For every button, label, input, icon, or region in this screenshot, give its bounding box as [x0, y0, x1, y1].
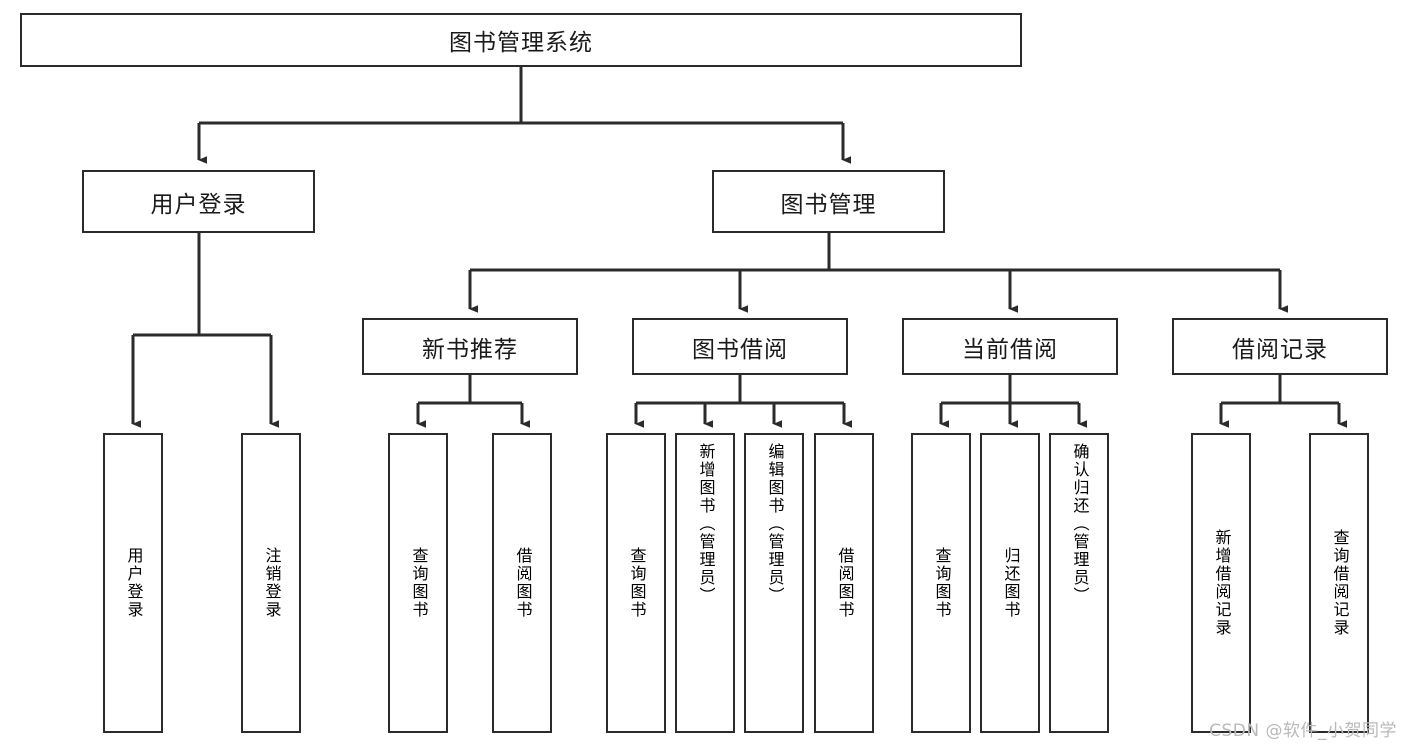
watermark-text: CSDN @软件_小贺同学 [1209, 721, 1397, 741]
node-book-management[interactable]: 图书管理 [712, 170, 945, 233]
node-user-login[interactable]: 用户登录 [82, 170, 315, 233]
node-label: 用户登录 [150, 191, 247, 218]
leaf-book-borrow-edit[interactable]: 编辑图书（管理员） [744, 433, 804, 733]
leaf-label: 查询图书 [932, 547, 952, 619]
node-current-borrow[interactable]: 当前借阅 [902, 318, 1118, 375]
node-label: 图书管理系统 [449, 30, 593, 56]
leaf-label: 查询图书 [627, 547, 647, 619]
node-label: 当前借阅 [962, 336, 1058, 363]
node-book-borrow[interactable]: 图书借阅 [632, 318, 848, 375]
leaf-new-book-borrow[interactable]: 借阅图书 [492, 433, 552, 733]
leaf-label: 注销登录 [262, 547, 282, 619]
leaf-label: 编辑图书（管理员） [765, 443, 785, 605]
leaf-book-borrow-add[interactable]: 新增图书（管理员） [675, 433, 735, 733]
leaf-borrow-record-add[interactable]: 新增借阅记录 [1191, 433, 1251, 733]
leaf-borrow-record-query[interactable]: 查询借阅记录 [1309, 433, 1369, 733]
leaf-label: 新增借阅记录 [1212, 529, 1232, 637]
leaf-current-borrow-confirm[interactable]: 确认归还（管理员） [1049, 433, 1109, 733]
node-label: 图书管理 [780, 191, 877, 218]
leaf-user-login-logout[interactable]: 注销登录 [241, 433, 301, 733]
leaf-book-borrow-borrow[interactable]: 借阅图书 [814, 433, 874, 733]
leaf-label: 借阅图书 [835, 547, 855, 619]
node-new-book-recommend[interactable]: 新书推荐 [362, 318, 578, 375]
leaf-label: 确认归还（管理员） [1070, 443, 1090, 605]
leaf-current-borrow-query[interactable]: 查询图书 [911, 433, 971, 733]
node-label: 图书借阅 [692, 336, 788, 363]
node-label: 新书推荐 [422, 336, 518, 363]
leaf-label: 查询图书 [409, 547, 429, 619]
node-borrow-record[interactable]: 借阅记录 [1172, 318, 1388, 375]
leaf-current-borrow-return[interactable]: 归还图书 [980, 433, 1040, 733]
node-root-system[interactable]: 图书管理系统 [20, 13, 1022, 67]
leaf-label: 借阅图书 [513, 547, 533, 619]
leaf-user-login-login[interactable]: 用户登录 [103, 433, 163, 733]
leaf-label: 归还图书 [1001, 547, 1021, 619]
leaf-label: 新增图书（管理员） [696, 443, 716, 605]
leaf-label: 查询借阅记录 [1330, 529, 1350, 637]
leaf-new-book-query[interactable]: 查询图书 [388, 433, 448, 733]
leaf-label: 用户登录 [124, 547, 144, 619]
leaf-book-borrow-query[interactable]: 查询图书 [606, 433, 666, 733]
node-label: 借阅记录 [1232, 336, 1328, 363]
